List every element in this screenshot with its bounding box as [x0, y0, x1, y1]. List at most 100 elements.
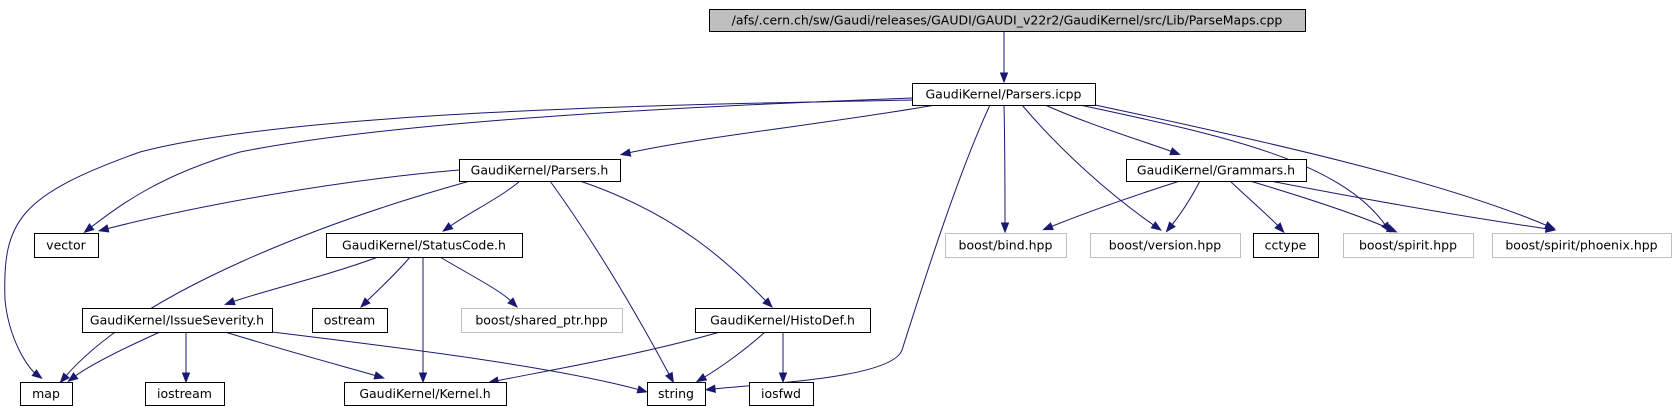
- node-boost-phoenix[interactable]: boost/spirit/phoenix.hpp: [1492, 233, 1672, 258]
- edge-arrowhead: [1042, 222, 1054, 231]
- edge-line: [105, 169, 460, 230]
- node-iosfwd[interactable]: iosfwd: [749, 382, 814, 406]
- edge-line: [1170, 180, 1201, 227]
- edge-arrowhead: [665, 371, 674, 384]
- node-box: [312, 308, 388, 333]
- edge-statuscode_h-to-kernel_h: [418, 257, 428, 384]
- node-histodef-h[interactable]: GaudiKernel/HistoDef.h: [695, 308, 871, 333]
- edge-line: [627, 104, 936, 154]
- edge-line: [231, 256, 379, 303]
- edge-arrowhead: [704, 384, 716, 393]
- node-kernel-h[interactable]: GaudiKernel/Kernel.h: [344, 382, 507, 406]
- edge-line: [64, 180, 471, 378]
- edge-arrowhead: [778, 372, 788, 384]
- edge-parsers_icpp-to-map: [4, 99, 913, 380]
- edge-issueseverity_h-to-string: [271, 331, 649, 394]
- edge-line: [1229, 180, 1280, 228]
- node-box: [709, 9, 1306, 32]
- node-label: cctype: [1265, 238, 1307, 253]
- node-label: boost/shared_ptr.hpp: [475, 313, 607, 328]
- edge-line: [1003, 104, 1006, 226]
- edge-arrowhead: [418, 372, 428, 384]
- node-box: [945, 233, 1067, 258]
- node-iostream[interactable]: iostream: [145, 382, 225, 406]
- edge-root-to-parsers_icpp: [999, 31, 1009, 84]
- edge-arrowhead: [1274, 222, 1285, 234]
- edge-parsers_icpp-to-parsers_h: [619, 104, 936, 157]
- node-ostream[interactable]: ostream: [312, 308, 388, 333]
- node-label: string: [658, 386, 694, 401]
- node-label: GaudiKernel/HistoDef.h: [710, 313, 855, 328]
- node-label: boost/spirit.hpp: [1359, 238, 1457, 253]
- edge-parsers_icpp-to-vector: [83, 97, 913, 234]
- node-box: [647, 382, 706, 406]
- node-statuscode-h[interactable]: GaudiKernel/StatusCode.h: [326, 233, 523, 258]
- node-boost-shared-ptr[interactable]: boost/shared_ptr.hpp: [461, 308, 623, 333]
- node-label: iostream: [157, 386, 212, 401]
- edge-line: [73, 331, 161, 378]
- edge-arrowhead: [97, 224, 110, 233]
- node-box: [1492, 233, 1672, 258]
- node-box: [749, 382, 814, 406]
- edge-histodef_h-to-kernel_h: [487, 331, 721, 385]
- edge-parsers_h-to-string: [549, 180, 674, 384]
- edge-line: [271, 331, 641, 391]
- edge-arrowhead: [373, 371, 386, 380]
- node-issueseverity-h[interactable]: GaudiKernel/IssueSeverity.h: [82, 308, 273, 333]
- node-label: GaudiKernel/StatusCode.h: [342, 238, 506, 253]
- edge-line: [4, 99, 913, 375]
- edge-parsers_icpp-to-grammars_h: [1044, 104, 1181, 156]
- node-label: map: [32, 386, 60, 401]
- node-grammars-h[interactable]: GaudiKernel/Grammars.h: [1126, 159, 1307, 182]
- node-box: [20, 382, 73, 406]
- node-boost-version[interactable]: boost/version.hpp: [1090, 233, 1241, 258]
- node-box: [1126, 159, 1307, 182]
- node-label: boost/bind.hpp: [959, 238, 1053, 253]
- node-box: [912, 83, 1096, 106]
- node-vector[interactable]: vector: [34, 233, 99, 258]
- node-root[interactable]: /afs/.cern.ch/sw/Gaudi/releases/GAUDI/GA…: [709, 9, 1306, 32]
- node-label: GaudiKernel/Parsers.h: [471, 163, 609, 178]
- edge-line: [1269, 180, 1549, 230]
- node-label: /afs/.cern.ch/sw/Gaudi/releases/GAUDI/GA…: [732, 13, 1283, 28]
- edge-arrowhead: [1150, 221, 1162, 231]
- edge-line: [495, 331, 721, 382]
- edge-arrowhead: [1385, 224, 1398, 233]
- node-boost-bind[interactable]: boost/bind.hpp: [945, 233, 1067, 258]
- edge-parsers_h-to-statuscode_h: [442, 180, 521, 232]
- edge-arrowhead: [83, 223, 95, 234]
- edge-arrowhead: [67, 372, 79, 383]
- node-label: GaudiKernel/Grammars.h: [1137, 163, 1295, 178]
- edge-line: [448, 180, 521, 228]
- node-map[interactable]: map: [20, 382, 73, 406]
- edge-line: [549, 180, 671, 377]
- node-box: [695, 308, 871, 333]
- edge-issueseverity_h-to-map: [67, 331, 161, 383]
- node-parsers-h[interactable]: GaudiKernel/Parsers.h: [459, 159, 621, 182]
- edge-line: [1049, 180, 1181, 228]
- edge-statuscode_h-to-issueseverity_h: [224, 256, 379, 306]
- edge-line: [439, 256, 513, 303]
- node-string[interactable]: string: [647, 382, 706, 406]
- edge-issueseverity_h-to-kernel_h: [224, 331, 386, 380]
- node-label: vector: [46, 238, 87, 253]
- edge-arrowhead: [59, 372, 70, 384]
- edge-line: [1094, 104, 1549, 227]
- node-box: [145, 382, 225, 406]
- node-label: boost/spirit/phoenix.hpp: [1505, 238, 1657, 253]
- edge-grammars_h-to-boost_bind: [1042, 180, 1181, 231]
- edge-line: [1021, 104, 1156, 227]
- node-parsers-icpp[interactable]: GaudiKernel/Parsers.icpp: [912, 83, 1096, 106]
- node-boost-spirit[interactable]: boost/spirit.hpp: [1343, 233, 1474, 258]
- edge-line: [89, 97, 913, 229]
- edge-arrowhead: [1000, 222, 1010, 234]
- edge-arrowhead: [1165, 221, 1176, 233]
- edge-line: [1249, 180, 1391, 230]
- edge-line: [1044, 104, 1174, 153]
- edge-arrowhead: [1544, 224, 1557, 233]
- node-cctype[interactable]: cctype: [1253, 233, 1319, 258]
- nodes-layer: /afs/.cern.ch/sw/Gaudi/releases/GAUDI/GA…: [20, 9, 1672, 406]
- edge-arrowhead: [762, 297, 773, 308]
- edge-line: [224, 331, 378, 377]
